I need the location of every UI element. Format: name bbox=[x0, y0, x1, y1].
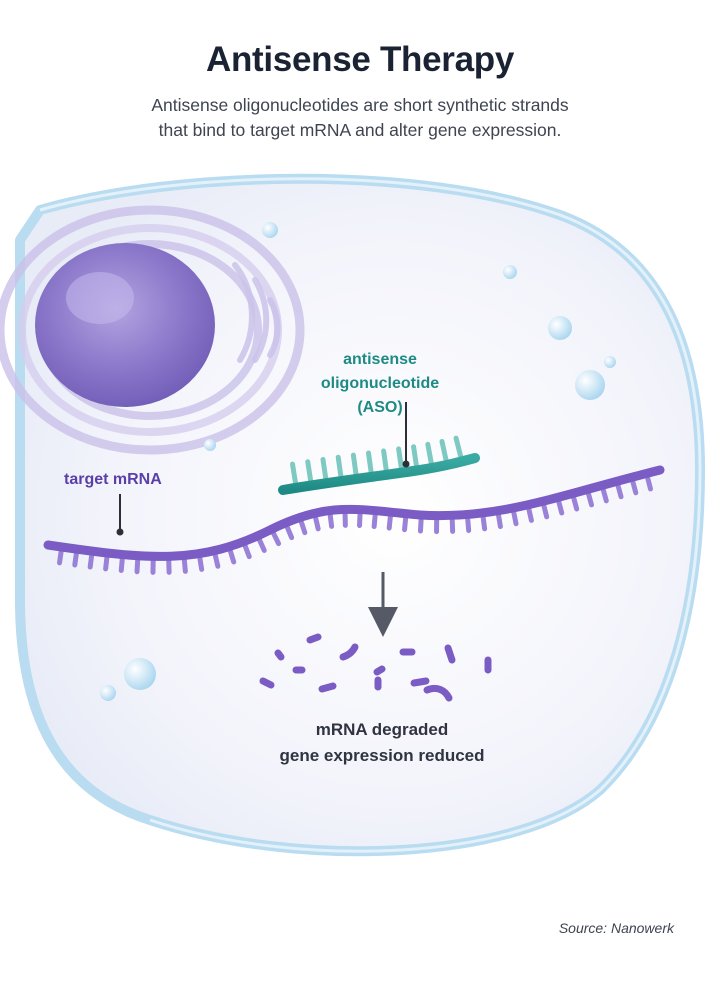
aso-label-line-1: antisense bbox=[343, 351, 417, 368]
subtitle-line-1: Antisense oligonucleotides are short syn… bbox=[151, 95, 569, 115]
target-mrna-strand bbox=[43, 465, 665, 561]
page-title: Antisense Therapy bbox=[205, 40, 515, 79]
result-label-line-2: gene expression reduced bbox=[279, 746, 485, 765]
mrna-fragments bbox=[259, 633, 492, 702]
result-label-line-1: mRNA degraded bbox=[315, 720, 449, 739]
golgi-apparatus bbox=[232, 262, 281, 363]
vesicles bbox=[100, 222, 616, 701]
aso-strand bbox=[278, 453, 480, 495]
target-mrna-label: target mRNA bbox=[64, 471, 162, 488]
aso-label-line-2: oligonucleotide (ASO) bbox=[320, 375, 440, 416]
result-label: mRNA degraded gene expression reduced bbox=[232, 717, 532, 769]
page-subtitle: Antisense oligonucleotides are short syn… bbox=[60, 93, 660, 143]
subtitle-line-2: that bind to target mRNA and alter gene … bbox=[158, 120, 562, 140]
aso-label: antisense oligonucleotide (ASO) bbox=[300, 348, 460, 420]
source-credit: Source: Nanowerk bbox=[558, 920, 674, 936]
nucleus bbox=[0, 205, 305, 455]
